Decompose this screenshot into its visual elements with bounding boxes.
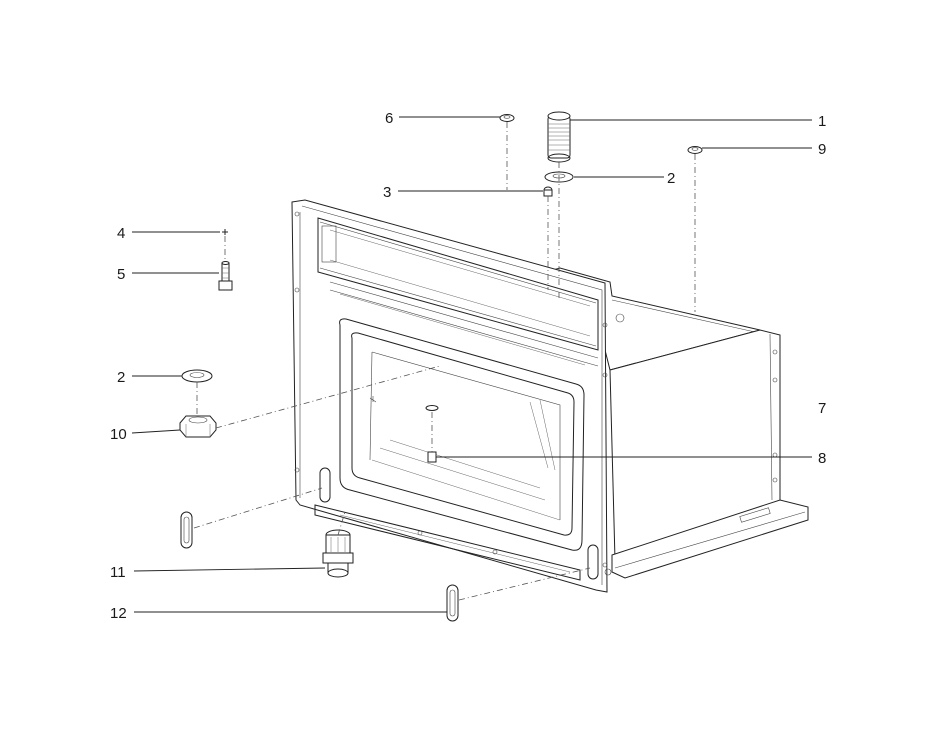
callout-11: 11 [110,564,126,581]
leader-lines [131,116,812,613]
callout-6: 6 [385,110,393,127]
part-4-tiny-screw [222,229,228,235]
callout-2-top: 2 [667,170,675,187]
front-frame [291,199,612,593]
part-2-washer-left [181,369,213,383]
callout-2-left: 2 [117,369,125,386]
callout-8: 8 [818,450,826,467]
part-5-bolt [218,261,233,291]
part-10-hex-nut [179,415,217,438]
callout-7: 7 [818,400,826,417]
callout-3: 3 [383,184,391,201]
part-12-slot-cover-left [180,511,193,549]
assembly-lines [193,122,696,601]
part-11-cable-gland [322,529,354,578]
callout-labels: 1 2 2 3 4 5 6 7 8 9 10 11 12 [110,110,826,622]
part-6-small-washer [499,114,515,122]
callout-1: 1 [818,113,826,130]
callout-10: 10 [110,426,127,443]
part-3-small-nut [543,186,553,197]
callout-9: 9 [818,141,826,158]
part-1-cylinder-fitting [547,111,571,163]
callout-5: 5 [117,266,125,283]
callout-4: 4 [117,225,125,242]
part-9-small-washer [687,146,703,154]
callout-12: 12 [110,605,127,622]
part-12-slot-cover-bottom [446,584,459,622]
